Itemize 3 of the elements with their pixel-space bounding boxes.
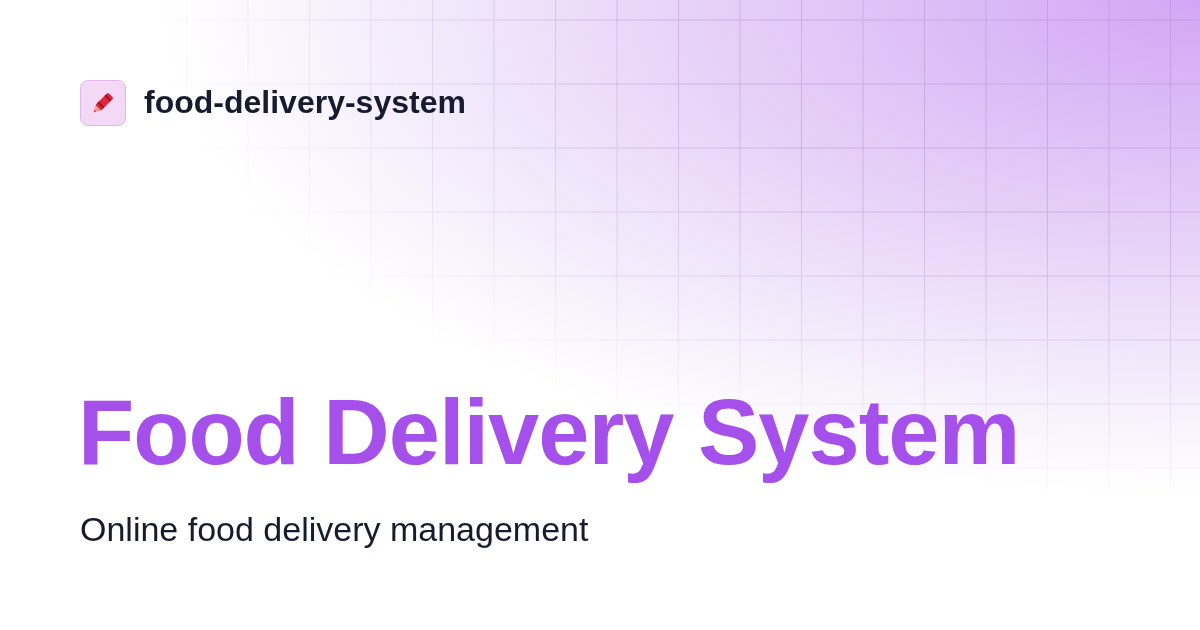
repository-name: food-delivery-system [144, 84, 466, 121]
title: Food Delivery System [78, 380, 1020, 485]
subtitle: Online food delivery management [80, 510, 589, 549]
